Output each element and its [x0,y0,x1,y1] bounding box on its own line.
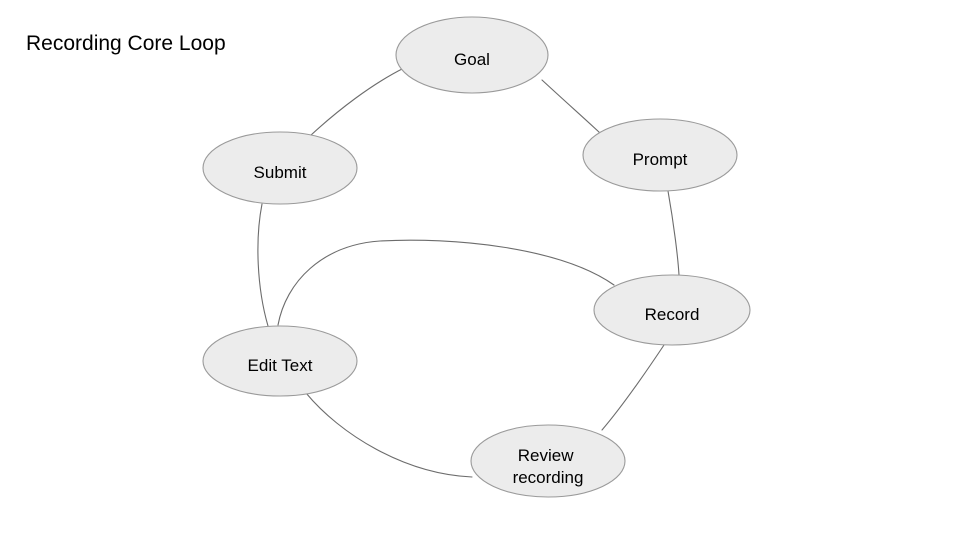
node-edit-text-shape[interactable] [202,325,358,397]
node-goal[interactable]: Goal [395,16,549,94]
edge-record-to-review-recording [601,344,665,431]
node-prompt-shape[interactable] [582,118,738,192]
node-goal-shape[interactable] [395,16,549,94]
node-submit-label-line1: Submit [254,163,307,182]
edge-edit-text-to-submit [257,203,269,327]
node-record[interactable]: Record [593,274,751,346]
node-record-label: Record [645,305,700,324]
edge-layer [257,67,680,478]
node-review-recording[interactable]: Review recording [470,424,626,498]
node-submit-shape[interactable] [202,131,358,205]
node-goal-label: Goal [454,50,490,69]
node-prompt[interactable]: Prompt [582,118,738,192]
edge-goal-to-prompt [541,79,601,134]
edge-review-recording-to-edit-text [305,392,473,478]
node-submit-label: Submit [254,163,307,182]
page-title: Recording Core Loop [26,32,226,55]
node-review-recording-label-line1: Review [518,446,574,465]
node-record-shape[interactable] [593,274,751,346]
edge-record-to-edit-text-arc [277,239,615,326]
node-goal-label-line1: Goal [454,50,490,69]
node-review-recording-label: Review recording [513,446,584,487]
node-prompt-label-line1: Prompt [633,150,688,169]
node-review-recording-shape[interactable] [470,424,626,498]
node-edit-text-label: Edit Text [248,356,313,375]
edge-prompt-to-record [667,190,680,276]
node-prompt-label: Prompt [633,150,688,169]
node-edit-text[interactable]: Edit Text [202,325,358,397]
edge-submit-to-goal [309,67,405,137]
node-edit-text-label-line1: Edit Text [248,356,313,375]
node-record-label-line1: Record [645,305,700,324]
node-review-recording-label-line2: recording [513,468,584,487]
node-submit[interactable]: Submit [202,131,358,205]
